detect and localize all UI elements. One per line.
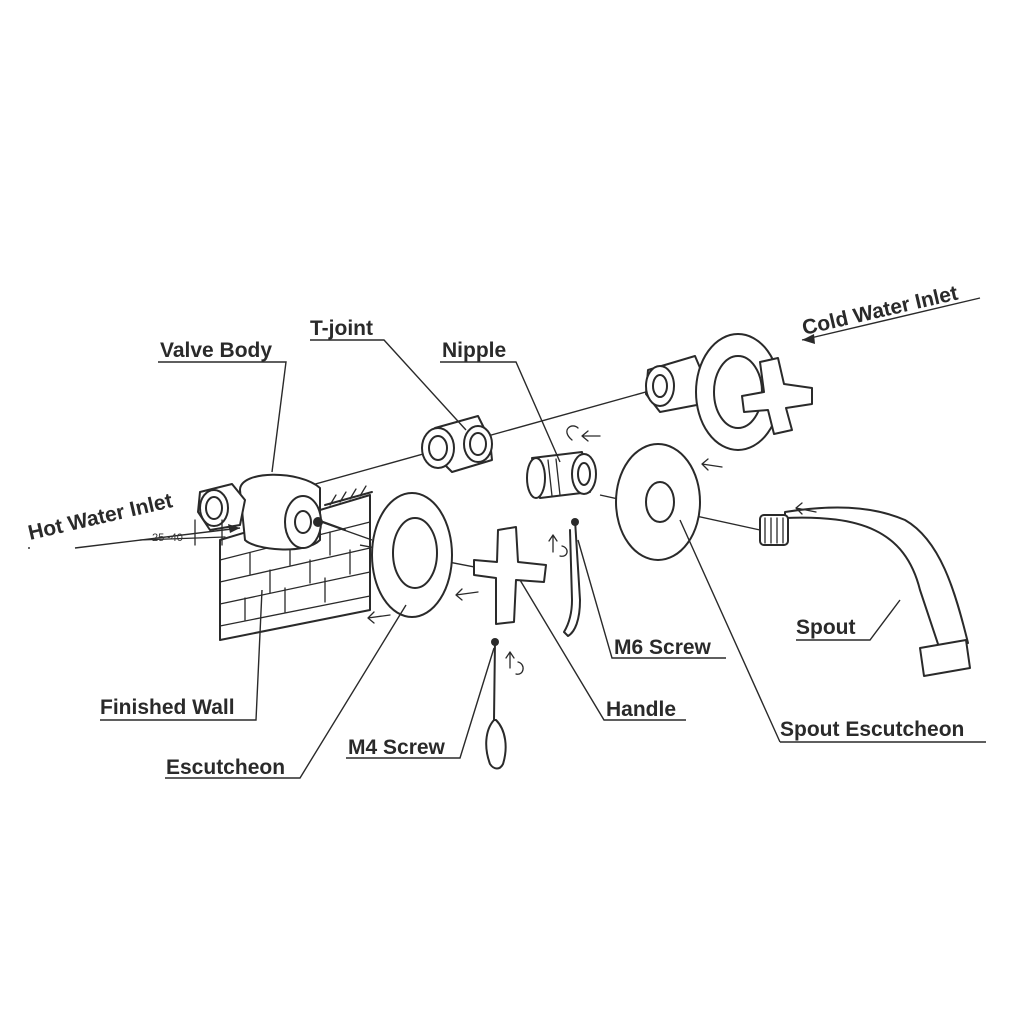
label-nipple: Nipple — [442, 339, 506, 362]
dimension-text: 25~40 — [152, 532, 183, 544]
spout-part — [759, 506, 971, 677]
wall-depth-dimension: 25~40 — [139, 519, 226, 546]
valve-body — [197, 473, 346, 551]
label-finished-wall: Finished Wall — [100, 696, 235, 719]
cold-water-arrow — [801, 297, 981, 344]
handle-part — [473, 526, 547, 625]
escutcheon-part — [371, 492, 453, 618]
label-cold-water-inlet: Cold Water Inlet — [800, 282, 960, 340]
cold-water-valve-assembly — [645, 333, 813, 451]
direction-arrows — [367, 425, 817, 675]
label-valve-body: Valve Body — [160, 339, 272, 362]
hot-water-arrow — [74, 524, 241, 549]
label-t-joint: T-joint — [310, 317, 373, 340]
m4-screw-part — [485, 638, 507, 770]
label-spout-escutcheon: Spout Escutcheon — [780, 718, 964, 741]
leader-lines — [28, 339, 986, 779]
t-joint — [421, 415, 493, 473]
label-spout: Spout — [796, 616, 855, 639]
label-m4-screw: M4 Screw — [348, 736, 446, 759]
label-handle: Handle — [606, 698, 676, 721]
label-m6-screw: M6 Screw — [614, 636, 712, 659]
nipple — [526, 451, 597, 499]
m6-screw-part — [563, 518, 581, 637]
spout-escutcheon-part — [615, 443, 701, 561]
label-escutcheon: Escutcheon — [166, 756, 285, 779]
